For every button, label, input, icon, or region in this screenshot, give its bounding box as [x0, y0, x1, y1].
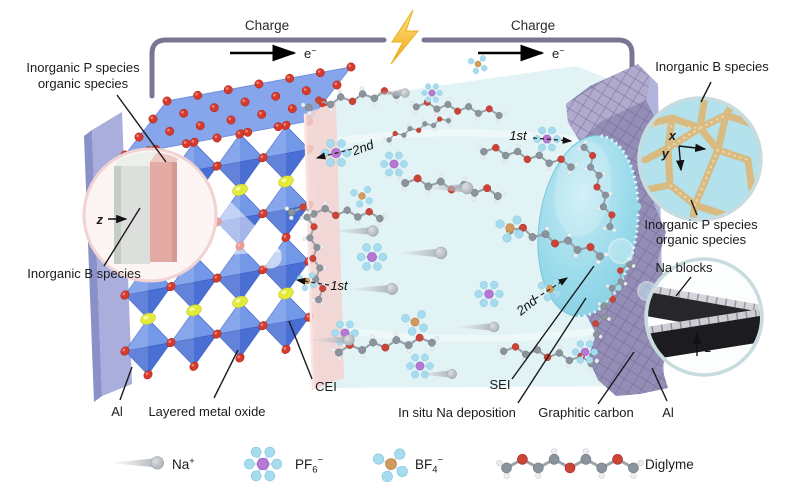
pf6-legend-icon: [243, 445, 283, 483]
inset-sei-network: x y: [637, 96, 763, 222]
oxygen-atom: [212, 133, 222, 143]
oxygen-atom: [257, 109, 267, 119]
na-blocks-pointer: [675, 276, 692, 297]
sodium-atom: [185, 302, 203, 318]
oxygen-atom: [148, 114, 158, 124]
bf4-legend-icon: [372, 447, 409, 483]
sodium-atom: [277, 174, 295, 189]
charge-label-right: Charge: [511, 18, 555, 33]
y-axis-arrow: [676, 145, 685, 172]
leader-oxide: [213, 349, 239, 399]
oxygen-atom: [165, 126, 175, 136]
deposition-label: In situ Na deposition: [398, 405, 516, 420]
oxygen-atom: [195, 121, 205, 131]
oxygen-atom: [162, 96, 172, 106]
lightning-bolt-icon: [390, 9, 420, 65]
oxygen-atom: [209, 103, 219, 113]
oxygen-atom: [332, 80, 342, 90]
b-species-left-label: Inorganic B species: [27, 266, 141, 281]
leader-b-species-right: [700, 81, 712, 103]
second-arrow-left: [315, 148, 353, 160]
circuit-wire: [149, 37, 635, 109]
p-species-left-line1: Inorganic P species: [26, 60, 140, 75]
oxygen-atom: [273, 122, 283, 132]
oxygen-atom: [315, 68, 325, 78]
sodium-atom: [139, 311, 157, 327]
bf4-anion: [467, 54, 488, 75]
oxygen-atom: [240, 97, 250, 107]
electron-label-right: e−: [552, 46, 565, 62]
oxygen-atom: [285, 73, 295, 83]
cei-label: CEI: [315, 379, 337, 394]
oxygen-atom: [193, 90, 203, 100]
oxygen-atom: [181, 139, 191, 149]
layered-metal-oxide-label: Layered metal oxide: [148, 404, 265, 419]
b-species-right-label: Inorganic B species: [655, 59, 769, 74]
magnifier-bubble: [608, 238, 634, 264]
graphitic-carbon-label: Graphitic carbon: [538, 405, 633, 420]
leader-al-left: [119, 366, 133, 401]
second-arrow-right: [534, 277, 569, 300]
first-label-left: 1st: [330, 278, 349, 293]
oxygen-atom: [223, 85, 233, 95]
pf6-legend-label: PF6−: [295, 455, 324, 476]
leader-b-species-left: [103, 207, 141, 267]
p-species-left-line2: organic species: [38, 76, 129, 91]
first-arrow-left: [295, 277, 330, 286]
sodium-atom: [277, 286, 295, 301]
p-species-right-line2: organic species: [656, 232, 747, 247]
first-arrow-right: [532, 136, 573, 144]
x-axis-arrow: [678, 143, 707, 153]
na-legend-label: Na+: [172, 456, 195, 472]
p-species-right-line1: Inorganic P species: [644, 217, 758, 232]
leader-graphitic: [597, 351, 635, 405]
electron-label-left: e−: [304, 46, 317, 62]
sodium-atom: [231, 294, 249, 310]
oxygen-atom: [243, 127, 253, 137]
diglyme-legend-label: Diglyme: [645, 457, 694, 472]
inset-na-blocks: Na blocks z: [644, 257, 764, 377]
cei-highlight: [303, 113, 315, 390]
oxygen-atom: [134, 132, 144, 142]
oxygen-atom: [271, 91, 281, 101]
na-ion-legend-icon: [107, 456, 164, 470]
leader-deposition: [517, 297, 587, 404]
oxygen-atom: [346, 62, 356, 72]
al-left-label: Al: [111, 404, 123, 419]
magnifier-beam: [203, 175, 282, 256]
oxygen-atom: [254, 79, 264, 89]
sodium-atom: [231, 182, 249, 198]
charge-label-left: Charge: [245, 18, 289, 33]
inset-cathode-cei-cross-section: z: [82, 147, 218, 283]
z-axis-label-right: z: [704, 340, 712, 355]
leader-cei: [288, 320, 313, 380]
z-axis-label-left: z: [96, 212, 104, 227]
leader-p-species-right: [690, 199, 698, 216]
na-blocks-label: Na blocks: [655, 260, 713, 275]
leader-p-species-left: [116, 94, 167, 163]
leader-sei: [511, 265, 595, 380]
oxygen-atom: [226, 115, 236, 125]
sei-label: SEI: [490, 377, 511, 392]
leader-al-right: [651, 367, 668, 402]
legend: Na+ PF6− BF4− Diglyme: [107, 445, 694, 483]
oxygen-atom: [179, 108, 189, 118]
diglyme-legend-icon: [494, 447, 646, 481]
magnifier-bubble: [258, 245, 282, 269]
bf4-legend-label: BF4−: [415, 455, 444, 476]
oxygen-atom: [301, 86, 311, 96]
x-axis-label: x: [668, 128, 677, 143]
oxygen-atom: [287, 104, 297, 114]
al-right-label: Al: [662, 405, 674, 420]
y-axis-label: y: [661, 146, 670, 161]
first-label-right: 1st: [509, 128, 528, 143]
